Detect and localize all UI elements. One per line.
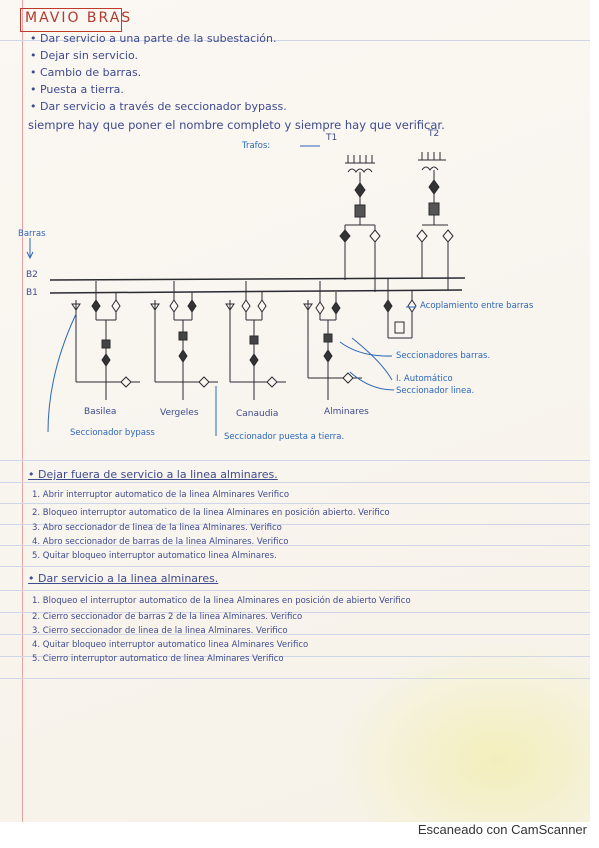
section2-heading: • Dar servicio a la linea alminares. — [28, 572, 219, 585]
section2-step: 4. Quitar bloqueo interruptor automatico… — [32, 640, 309, 650]
section1-step: 3. Abro seccionador de linea de la linea… — [32, 523, 282, 533]
section2-step: 3. Cierro seccionador de linea de la lin… — [32, 626, 288, 636]
intro-item: • Puesta a tierra. — [30, 83, 124, 96]
puesta-tierra-note: Seccionador puesta a tierra. — [224, 432, 345, 442]
intro-note: siempre hay que poner el nombre completo… — [28, 118, 445, 132]
ruled-line — [0, 482, 590, 483]
section2-step: 5. Cierro interruptor automatico de line… — [32, 654, 284, 664]
bypass-note: Seccionador bypass — [70, 428, 155, 438]
section1-step: 5. Quitar bloqueo interruptor automatico… — [32, 551, 277, 561]
feeder-label: Canaudia — [236, 409, 279, 419]
ruled-line — [0, 656, 590, 657]
ruled-line — [0, 634, 590, 635]
substation-diagram — [26, 145, 466, 436]
seccionadores-barras-note: Seccionadores barras. — [396, 351, 491, 361]
section2-step: 1. Bloqueo el interruptor automatico de … — [32, 596, 411, 606]
feeder-label: Vergeles — [160, 408, 199, 418]
busbar-b2 — [49, 277, 466, 281]
feeder-alminares — [303, 281, 362, 400]
ruled-line — [0, 524, 590, 525]
ruled-line — [0, 40, 590, 41]
feeder-vergeles — [150, 281, 218, 400]
scanner-watermark: Escaneado con CamScanner — [417, 822, 587, 837]
title-box — [20, 8, 122, 32]
seccionador-linea-note: Seccionador linea. — [396, 386, 475, 396]
b2-label: B2 — [26, 270, 38, 280]
margin-line — [22, 0, 23, 822]
feeder-canaudia — [225, 281, 286, 400]
section2-step: 2. Cierro seccionador de barras 2 de la … — [32, 612, 303, 622]
trafos-label: Trafos: — [242, 141, 271, 151]
section1-step: 2. Bloqueo interruptor automatico de la … — [32, 508, 390, 518]
ruled-line — [0, 590, 590, 591]
transformer-t2 — [416, 152, 454, 290]
page-title: MAVIO BRAS — [25, 10, 133, 26]
annotation-arrows — [26, 145, 416, 436]
t2-label: T2 — [428, 129, 440, 139]
intro-item: • Dar servicio a través de seccionador b… — [30, 100, 287, 113]
ruled-line — [0, 678, 590, 679]
intro-item: • Cambio de barras. — [30, 66, 142, 79]
notebook-page: MAVIO BRAS • Dar servicio a una parte de… — [0, 0, 590, 822]
intro-item: • Dejar sin servicio. — [30, 49, 139, 62]
intro-item: • Dar servicio a una parte de la subesta… — [30, 32, 277, 45]
ruled-line — [0, 503, 590, 504]
section1-step: 4. Abro seccionador de barras de la line… — [32, 537, 289, 547]
feeder-basilea — [71, 281, 140, 400]
ruled-line — [0, 612, 590, 613]
transformer-t1 — [339, 155, 381, 292]
busbar-b1 — [49, 289, 463, 294]
barras-label: Barras — [18, 229, 46, 239]
feeder-label: Basilea — [84, 407, 117, 417]
section1-heading: • Dejar fuera de servicio a la linea alm… — [28, 468, 278, 481]
b1-label: B1 — [26, 288, 38, 298]
ruled-line — [0, 545, 590, 546]
int-automatico-note: I. Automático — [396, 374, 453, 384]
bus-coupler — [383, 279, 417, 339]
ruled-line — [0, 460, 590, 461]
section1-step: 1. Abrir interruptor automatico de la li… — [32, 490, 290, 500]
acoplamiento-note: Acoplamiento entre barras — [420, 301, 534, 311]
ruled-line — [0, 566, 590, 567]
feeder-label: Alminares — [324, 407, 369, 417]
t1-label: T1 — [326, 133, 338, 143]
